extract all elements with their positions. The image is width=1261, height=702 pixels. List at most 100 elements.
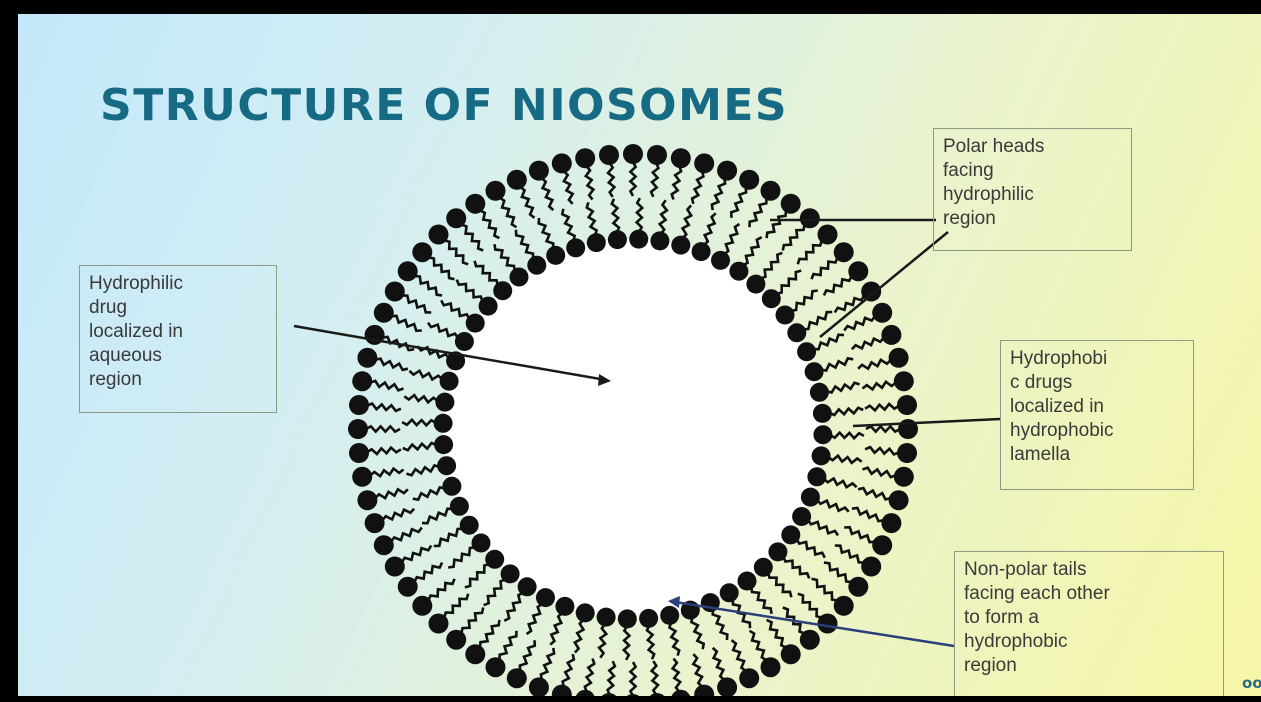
lipid-tail — [520, 640, 535, 671]
lipid-tail — [791, 291, 818, 311]
lipid-tail — [586, 166, 594, 199]
polar-head — [711, 251, 730, 270]
lipid-tail — [429, 579, 455, 601]
lipid-tail — [382, 509, 414, 521]
lipid-tail — [660, 200, 667, 234]
polar-head — [529, 677, 549, 696]
lipid-tail — [767, 210, 787, 238]
lipid-tail — [402, 420, 436, 426]
lipid-tail — [732, 640, 746, 671]
polar-head — [440, 372, 459, 391]
label-line: Polar heads — [943, 135, 1122, 159]
polar-head — [446, 630, 466, 650]
lipid-tail — [500, 631, 517, 660]
polar-head — [800, 208, 820, 228]
lipid-tail — [743, 237, 762, 265]
lipid-tail — [585, 659, 594, 692]
polar-head — [507, 668, 527, 688]
lipid-tail — [713, 648, 725, 680]
lipid-tail — [797, 539, 825, 558]
polar-head — [486, 657, 506, 677]
polar-head — [894, 371, 914, 391]
lipid-tail — [669, 622, 679, 655]
lipid-tail — [713, 609, 728, 640]
lipid-tail — [691, 617, 703, 649]
lipid-tail — [441, 300, 469, 319]
lipid-tail — [461, 225, 483, 251]
polar-head — [762, 289, 781, 308]
label-line: localized in — [1010, 395, 1184, 419]
label-line: drug — [89, 296, 267, 320]
lipid-tail — [866, 426, 900, 431]
lipid-tail — [798, 594, 822, 618]
lipid-tail — [484, 579, 506, 605]
lipid-tail — [852, 338, 884, 350]
lipid-tail — [783, 556, 809, 578]
polar-head — [576, 603, 595, 622]
hydrophobic-drugs-pointer — [853, 419, 1000, 426]
polar-head — [599, 145, 619, 165]
polar-head — [587, 233, 606, 252]
polar-head — [546, 246, 565, 265]
lipid-tail — [504, 593, 523, 621]
lipid-tail — [712, 178, 725, 210]
polar-head — [671, 690, 691, 696]
polar-head — [810, 383, 829, 402]
lipid-tail — [406, 465, 439, 475]
polar-head — [349, 443, 369, 463]
polar-head — [385, 557, 405, 577]
polar-head — [889, 348, 909, 368]
lipid-tail — [429, 257, 455, 279]
label-line: hydrophobic — [964, 630, 1214, 654]
label-line: to form a — [964, 606, 1214, 630]
lipid-tail — [413, 487, 445, 499]
lipid-tail — [428, 323, 458, 339]
lipid-tail — [830, 433, 864, 439]
lipid-tail — [652, 661, 658, 695]
lipid-tail — [563, 654, 574, 687]
polar-head — [597, 608, 616, 627]
lipid-tail — [375, 359, 408, 370]
polar-head — [754, 558, 773, 577]
polar-head — [650, 231, 669, 250]
label-line: facing — [943, 159, 1122, 183]
corner-mark: oo — [1242, 674, 1261, 692]
lipid-tail — [461, 608, 483, 634]
lipid-tail — [826, 383, 859, 393]
polar-head — [486, 181, 506, 201]
polar-head — [566, 238, 585, 257]
lipid-tail — [527, 604, 543, 634]
lipid-tail — [608, 163, 614, 197]
lipid-tail — [844, 527, 875, 542]
label-line: aqueous — [89, 344, 267, 368]
label-line: region — [89, 368, 267, 392]
lipid-tail — [852, 508, 884, 521]
lipid-tail — [808, 520, 838, 536]
polar-head — [787, 323, 806, 342]
lipid-tail — [391, 528, 422, 542]
lipid-tail — [724, 224, 740, 254]
lipid-tail — [829, 408, 863, 415]
label-line: localized in — [89, 320, 267, 344]
lipid-tail — [448, 547, 475, 567]
polar-head — [536, 588, 555, 607]
lipid-tail — [672, 166, 681, 199]
polar-head — [812, 446, 831, 465]
polar-head — [527, 256, 546, 275]
lipid-tail — [693, 654, 702, 687]
lipid-tail — [457, 280, 483, 302]
lipid-tail — [587, 202, 597, 235]
polar-head — [374, 303, 394, 323]
polar-head — [552, 153, 572, 173]
lipid-tail — [630, 662, 635, 696]
lipid-tail — [813, 335, 844, 350]
lipid-tail — [404, 395, 438, 402]
polar-head — [813, 425, 832, 444]
polar-head — [881, 513, 901, 533]
lipid-tail — [564, 171, 573, 204]
lipid-tail — [375, 489, 408, 498]
lipid-tail — [480, 620, 500, 648]
lipid-tail — [824, 479, 857, 488]
polar-head — [897, 395, 917, 415]
polar-head — [739, 668, 759, 688]
